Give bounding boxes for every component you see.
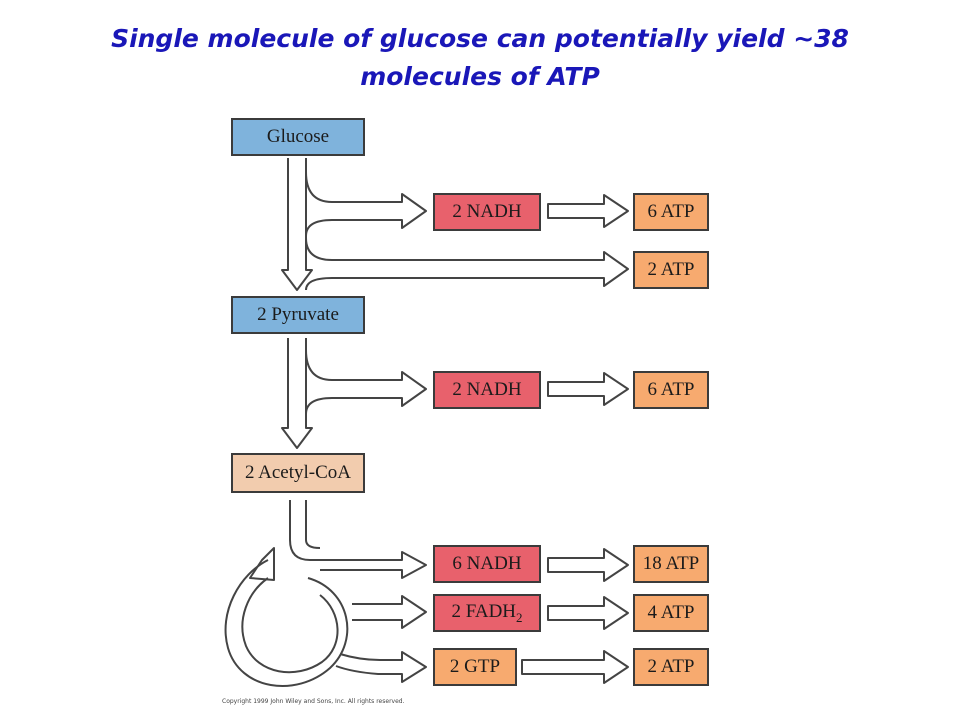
krebs-gtp-box: 2 GTP	[433, 648, 517, 686]
fadh-subscript: 2	[516, 609, 523, 625]
arrow-cycle-to-fadh	[352, 595, 427, 629]
arrow-pyruvate-to-acetyl	[281, 338, 313, 449]
krebs-gtp-label: 2 GTP	[449, 656, 501, 677]
arrow-nadh-to-atp-1	[547, 194, 629, 228]
pyruvate-nadh-atp-label: 6 ATP	[647, 379, 695, 400]
pyruvate-nadh-box: 2 NADH	[433, 371, 541, 409]
arrow-fadh-to-atp	[547, 596, 629, 630]
glycolysis-nadh-label: 2 NADH	[452, 201, 522, 222]
pyruvate-nadh-label: 2 NADH	[452, 379, 522, 400]
pyruvate-label: 2 Pyruvate	[257, 304, 339, 325]
glycolysis-nadh-atp-box: 6 ATP	[633, 193, 709, 231]
title-line-1: Single molecule of glucose can potential…	[111, 24, 849, 53]
copyright-notice: Copyright 1999 John Wiley and Sons, Inc.…	[222, 698, 405, 705]
krebs-fadh-box: 2 FADH2	[433, 594, 541, 632]
glucose-box: Glucose	[231, 118, 365, 156]
acetyl-coa-box: 2 Acetyl-CoA	[231, 453, 365, 493]
pyruvate-nadh-atp-box: 6 ATP	[633, 371, 709, 409]
krebs-fadh-atp-box: 4 ATP	[633, 594, 709, 632]
krebs-cycle-loop	[224, 559, 349, 687]
glycolysis-atp-box: 2 ATP	[633, 251, 709, 289]
arrow-gtp-to-atp	[521, 650, 629, 684]
krebs-nadh-atp-box: 18 ATP	[633, 545, 709, 583]
glucose-label: Glucose	[266, 126, 330, 147]
fadh-prefix: 2 FADH	[451, 600, 517, 622]
glycolysis-nadh-box: 2 NADH	[433, 193, 541, 231]
arrow-glucose-to-nadh	[305, 171, 427, 237]
arrow-nadh-to-atp-3	[547, 548, 629, 582]
acetyl-coa-label: 2 Acetyl-CoA	[244, 462, 352, 483]
cycle-arrowhead	[249, 547, 275, 581]
glycolysis-atp-label: 2 ATP	[647, 259, 695, 280]
krebs-nadh-box: 6 NADH	[433, 545, 541, 583]
krebs-nadh-atp-label: 18 ATP	[642, 553, 700, 574]
krebs-gtp-atp-box: 2 ATP	[633, 648, 709, 686]
arrow-pyruvate-to-nadh	[305, 349, 427, 415]
krebs-fadh-atp-label: 4 ATP	[647, 602, 695, 623]
glycolysis-nadh-atp-label: 6 ATP	[647, 201, 695, 222]
krebs-gtp-atp-label: 2 ATP	[647, 656, 695, 677]
slide-title: Single molecule of glucose can potential…	[40, 20, 920, 96]
arrow-nadh-to-atp-2	[547, 372, 629, 406]
krebs-nadh-label: 6 NADH	[452, 553, 522, 574]
arrow-cycle-to-gtp	[335, 651, 427, 683]
krebs-fadh-label: 2 FADH2	[451, 601, 522, 626]
arrow-acetyl-into-cycle	[289, 500, 427, 579]
arrow-glucose-to-pyruvate	[281, 158, 313, 291]
pyruvate-box: 2 Pyruvate	[231, 296, 365, 334]
title-line-2: molecules of ATP	[360, 62, 600, 91]
arrow-glucose-to-atp	[305, 237, 629, 291]
